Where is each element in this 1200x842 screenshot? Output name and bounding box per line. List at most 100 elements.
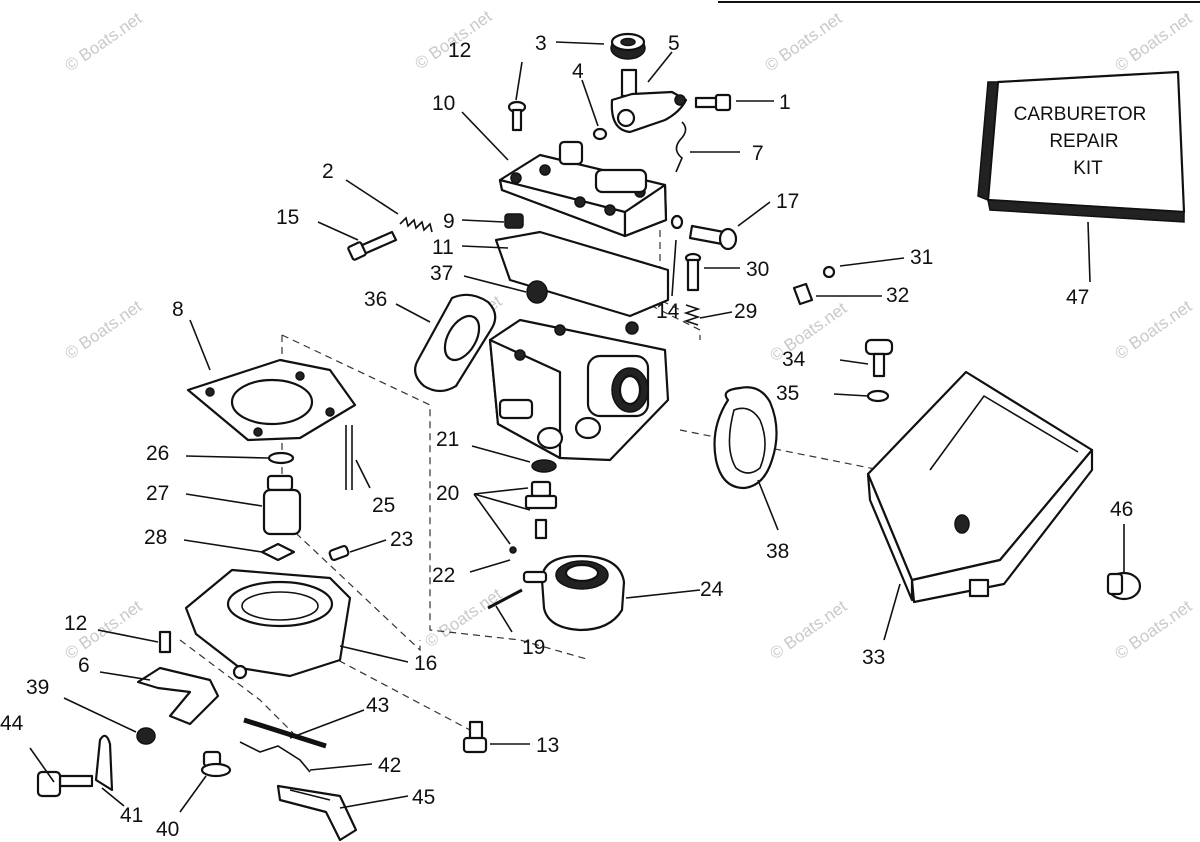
callout-21: 21: [436, 428, 459, 451]
part-37-nut: [526, 280, 548, 304]
callout-32: 32: [886, 284, 909, 307]
callout-28: 28: [144, 526, 167, 549]
callout-40: 40: [156, 818, 179, 841]
part-1-screw: [694, 93, 732, 112]
callout-10: 10: [432, 92, 455, 115]
callout-43: 43: [366, 694, 389, 717]
part-26-washer: [267, 451, 295, 465]
part-35-washer: [866, 389, 890, 403]
callout-45: 45: [412, 786, 435, 809]
part-33-silencer: [866, 370, 1094, 604]
part-43-rod: [243, 717, 327, 749]
part-17-screw: [670, 214, 738, 251]
callout-8: 8: [172, 298, 184, 321]
part-29-spring: [683, 304, 701, 326]
part-41-cam-lever: [94, 734, 114, 792]
callout-42: 42: [378, 754, 401, 777]
callout-20: 20: [436, 482, 459, 505]
part-24-float: [522, 554, 626, 632]
part-22-jet: [509, 546, 517, 554]
part-31-screw: [822, 265, 836, 279]
part-19-pin: [487, 588, 523, 610]
callout-4: 4: [572, 60, 584, 83]
callout-9: 9: [443, 210, 455, 233]
callout-35: 35: [776, 382, 799, 405]
watermark: © Boats.net: [761, 8, 845, 75]
callout-44: 44: [0, 712, 24, 735]
callout-46: 46: [1110, 498, 1133, 521]
part-5-lever-assembly: [610, 68, 688, 134]
callout-5: 5: [668, 32, 680, 55]
part-10-top-cover: [498, 140, 668, 238]
watermark: © Boats.net: [1111, 596, 1195, 663]
callout-2: 2: [322, 160, 334, 183]
part-4-washer: [592, 127, 608, 141]
watermark: © Boats.net: [1111, 8, 1195, 75]
callout-39: 39: [26, 676, 49, 699]
callout-47: 47: [1066, 286, 1089, 309]
watermark: © Boats.net: [766, 596, 850, 663]
part-11-gasket: [494, 230, 670, 318]
callout-15: 15: [276, 206, 299, 229]
callout-33: 33: [862, 646, 885, 669]
part-32-clip: [792, 282, 814, 306]
part-6-lever: [136, 666, 220, 726]
part-36-gasket: [413, 293, 497, 393]
part-3-cap: [610, 32, 646, 60]
callout-29: 29: [734, 300, 757, 323]
callout-19: 19: [522, 636, 545, 659]
watermark: © Boats.net: [61, 8, 145, 75]
callout-1: 1: [779, 91, 791, 114]
part-42-link: [239, 741, 311, 773]
carburetor-body: [488, 318, 670, 462]
watermark: © Boats.net: [61, 296, 145, 363]
callout-23: 23: [390, 528, 413, 551]
part-44-screw: [36, 770, 94, 798]
callout-25: 25: [372, 494, 395, 517]
callout-6: 6: [78, 654, 90, 677]
callout-34: 34: [782, 348, 806, 371]
part-16-float-bowl: [184, 568, 352, 680]
part-9-nut: [504, 213, 524, 229]
kit-box-side-edge: [977, 81, 999, 202]
callout-numbers: 3 5 12 4 1 10 7 2 17 15 9 11 30 31 37 14…: [0, 32, 1133, 841]
callout-16: 16: [414, 652, 437, 675]
part-8-gasket: [186, 358, 357, 442]
watermark: © Boats.net: [766, 298, 850, 365]
part-20-jets: [524, 480, 558, 540]
part-30-screw: [684, 252, 702, 292]
callout-26: 26: [146, 442, 169, 465]
callout-37: 37: [430, 262, 453, 285]
callout-38: 38: [766, 540, 789, 563]
watermark: © Boats.net: [1111, 296, 1195, 363]
callout-30: 30: [746, 258, 769, 281]
part-7-clip: [675, 121, 687, 173]
callout-12-lower: 12: [64, 612, 87, 635]
part-34-screw: [864, 338, 894, 378]
callout-31: 31: [910, 246, 933, 269]
callout-36: 36: [364, 288, 387, 311]
part-13-screw: [462, 720, 488, 754]
part-27-valve: [262, 474, 302, 536]
leader-lines: [29, 41, 1125, 813]
kit-label-line-1: CARBURETOR: [1014, 104, 1147, 125]
repair-kit-box: CARBURETOR REPAIR KIT: [977, 70, 1186, 223]
part-21-washer: [531, 459, 557, 473]
kit-label-line-3: KIT: [1073, 158, 1103, 179]
callout-12: 12: [448, 39, 471, 62]
part-12-screw-top: [507, 100, 527, 132]
callout-17: 17: [776, 190, 799, 213]
callout-3: 3: [535, 32, 547, 55]
part-25-tube: [345, 425, 353, 490]
callout-7: 7: [752, 142, 764, 165]
part-39-washer: [136, 727, 156, 745]
callout-22: 22: [432, 564, 455, 587]
part-2-spring: [399, 216, 433, 233]
part-46-plug: [1106, 571, 1142, 601]
callout-11: 11: [432, 236, 454, 259]
callout-14: 14: [656, 300, 680, 323]
part-23-screw: [328, 544, 350, 562]
kit-box-bottom-edge: [987, 199, 1185, 223]
part-15-screw: [347, 230, 398, 261]
